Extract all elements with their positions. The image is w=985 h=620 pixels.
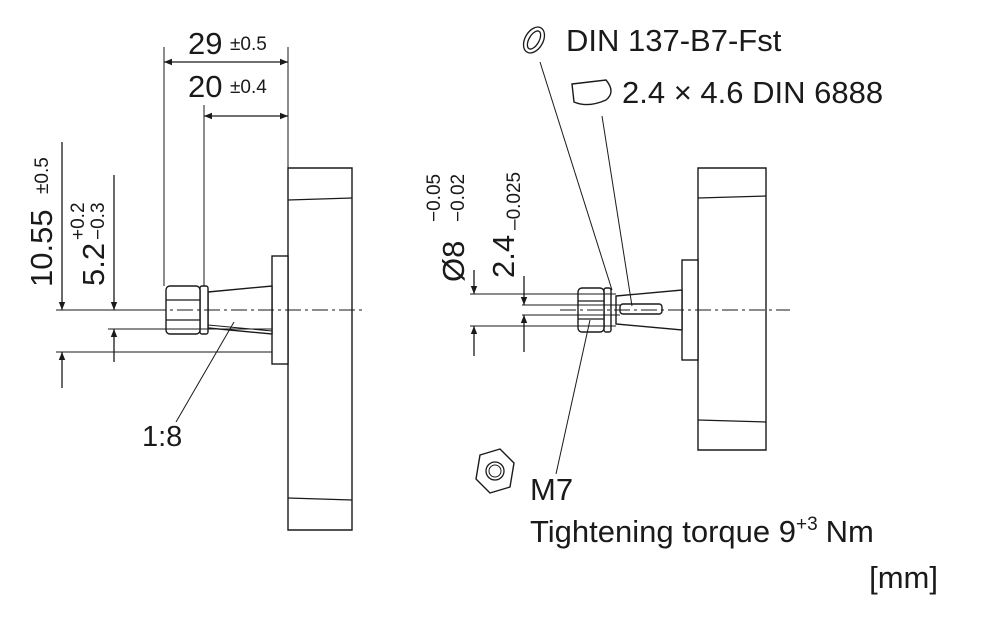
taper-label: 1:8 (142, 421, 182, 453)
dim-height: 10.55 ±0.5 (24, 142, 66, 388)
dim-cone-value: 20 (188, 69, 222, 104)
woodruff-key-icon (571, 79, 612, 106)
unit-label: [mm] (869, 560, 938, 595)
dim-diameter-tol-lower: −0.02 (448, 174, 469, 222)
dim-cone-offset-tol-lower: −0.3 (88, 202, 109, 240)
hex-nut-icon (475, 448, 515, 494)
nut-label: M7 (530, 472, 573, 507)
dim-overall-tolerance: ±0.5 (230, 34, 267, 55)
torque-unit: Nm (826, 514, 874, 549)
right-key (619, 303, 663, 315)
washer-label: DIN 137-B7-Fst (566, 23, 782, 58)
nut-leader (555, 319, 591, 475)
torque-superscript: +3 (796, 514, 818, 535)
dim-diameter-tol-upper: −0.05 (424, 174, 445, 222)
washer-icon (522, 26, 546, 54)
dim-cone-length: 20 ±0.4 (188, 69, 288, 120)
dim-overall-length: 29 ±0.5 (164, 26, 288, 66)
key-label: 2.4 × 4.6 DIN 6888 (622, 75, 883, 110)
dim-cone-offset-tol-upper: +0.2 (68, 202, 89, 240)
dim-key-tol-lower: –0.025 (504, 172, 525, 230)
right-pulley (681, 167, 767, 451)
torque-label: Tightening torque 9+3 Nm (530, 514, 874, 549)
dim-key-width: 2.4 –0.025 (486, 172, 528, 352)
torque-text: Tightening torque 9 (530, 514, 796, 549)
dim-cone-tolerance: ±0.4 (230, 77, 267, 98)
dim-cone-offset: 5.2 +0.2 −0.3 (68, 175, 118, 362)
key-leader (601, 115, 633, 307)
taper-leader (175, 321, 235, 423)
dim-diameter-value: Ø8 (436, 241, 471, 282)
dim-cone-offset-value: 5.2 (76, 243, 111, 286)
dim-height-value: 10.55 (24, 209, 59, 287)
left-pulley (271, 167, 353, 531)
dim-height-tolerance: ±0.5 (32, 157, 53, 194)
right-view: Ø8 −0.05 −0.02 2.4 –0.025 DIN 137-B7-Fst… (424, 23, 938, 595)
left-view: 29 ±0.5 20 ±0.4 10.55 ±0.5 5.2 +0.2 −0.3… (24, 26, 365, 531)
washer-leader (539, 61, 613, 291)
dim-overall-value: 29 (188, 26, 222, 61)
dim-key-value: 2.4 (486, 235, 521, 278)
dim-diameter: Ø8 −0.05 −0.02 (424, 174, 478, 356)
